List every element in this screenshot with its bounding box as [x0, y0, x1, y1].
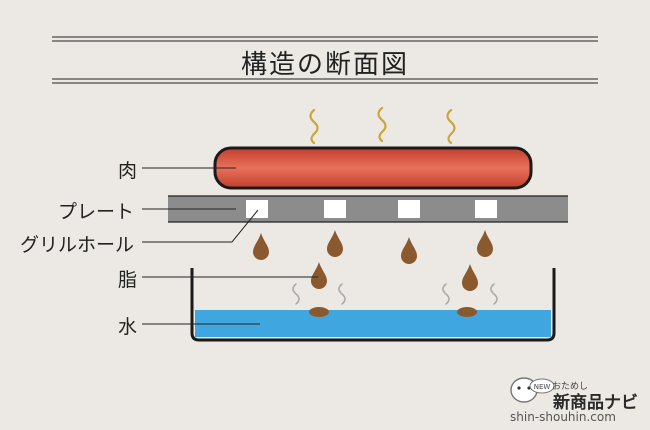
grill-hole: [324, 200, 346, 218]
fat-drop-icon: [477, 230, 493, 257]
watermark-logo: NEW: [510, 377, 555, 403]
fat-drops: [253, 230, 493, 291]
label-plate: プレート: [58, 201, 135, 223]
steam-icons: [309, 106, 456, 145]
label-fat: 脂: [118, 269, 138, 291]
label-meat: 肉: [118, 160, 138, 182]
new-badge-icon: [529, 378, 555, 394]
fat-drop-icon: [253, 233, 269, 260]
title-rules: [52, 36, 598, 84]
steam-icon: [377, 106, 387, 143]
steam-icon: [446, 108, 456, 145]
page-title: 構造の断面図: [240, 50, 409, 80]
grill-plate: [168, 195, 568, 223]
fat-drop-icon: [401, 237, 417, 264]
watermark-url: shin-shouhin.com: [510, 410, 616, 424]
steam-icon: [338, 283, 346, 305]
meat-block: [213, 146, 533, 190]
grill-hole: [475, 200, 497, 218]
label-grill-hole: グリルホール: [20, 234, 135, 256]
grill-hole: [398, 200, 420, 218]
fat-in-water: [457, 307, 477, 317]
steam-icon: [292, 283, 300, 305]
label-water: 水: [118, 316, 138, 338]
fat-in-water: [309, 307, 329, 317]
fat-drop-icon: [327, 230, 343, 257]
steam-icon: [442, 283, 450, 305]
new-badge: NEW: [534, 383, 551, 391]
water-tray: [190, 268, 556, 342]
fat-drop-icon: [311, 262, 327, 289]
water-steam: [292, 283, 498, 305]
fat-drop-icon: [462, 264, 478, 291]
grill-hole: [246, 200, 268, 218]
steam-icon: [309, 108, 319, 145]
watermark-furigana: おためし: [552, 382, 589, 392]
leader-lines: [142, 167, 318, 325]
steam-icon: [490, 283, 498, 305]
watermark-name: 新商品ナビ: [553, 393, 638, 413]
